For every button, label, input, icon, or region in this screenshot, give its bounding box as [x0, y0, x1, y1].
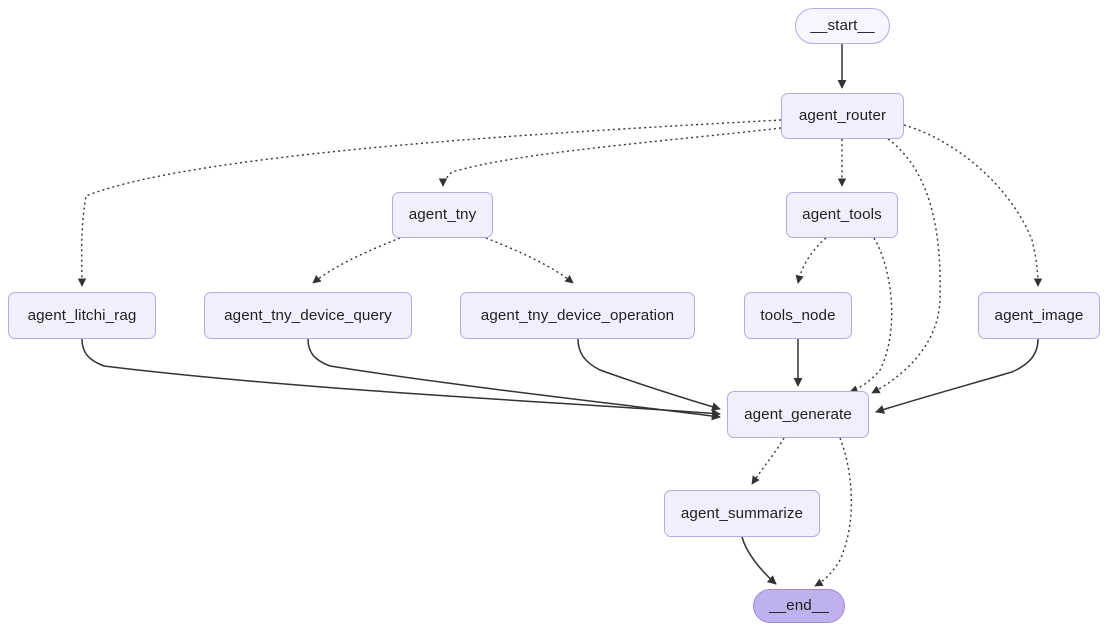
- edge-agent_tools-to-agent_generate: [849, 237, 893, 394]
- edge-agent_image-to-agent_generate: [875, 338, 1039, 414]
- edge-agent_router-to-agent_generate: [871, 138, 941, 394]
- node-tools-node-label: tools_node: [760, 306, 836, 324]
- node-agent-tny-device-query[interactable]: agent_tny_device_query: [204, 292, 412, 339]
- node-agent-tny-label: agent_tny: [408, 206, 477, 224]
- node-start-label: __start__: [810, 17, 875, 35]
- edge-agent_router-to-agent_tny: [438, 127, 782, 187]
- edge-agent_tny-to-agent_tny_device_query: [312, 237, 401, 284]
- node-agent-summarize-label: agent_summarize: [680, 504, 804, 522]
- edge-agent_tny_device_operation-to-agent_generate: [577, 338, 721, 411]
- node-agent-summarize[interactable]: agent_summarize: [664, 490, 820, 537]
- node-agent-tny-device-operation[interactable]: agent_tny_device_operation: [460, 292, 695, 339]
- node-agent-litchi-rag-label: agent_litchi_rag: [27, 306, 137, 324]
- node-agent-router-label: agent_router: [798, 107, 887, 125]
- edge-agent_summarize-to-end: [741, 536, 777, 585]
- node-end[interactable]: __end__: [753, 589, 845, 623]
- edge-agent_generate-to-agent_summarize: [751, 437, 785, 485]
- node-tools-node[interactable]: tools_node: [744, 292, 852, 339]
- node-agent-litchi-rag[interactable]: agent_litchi_rag: [8, 292, 156, 339]
- edge-agent_tools-to-tools_node: [795, 237, 827, 284]
- edge-agent_tny_device_query-to-agent_generate: [307, 338, 721, 421]
- node-agent-image-label: agent_image: [994, 306, 1084, 324]
- node-agent-generate[interactable]: agent_generate: [727, 391, 869, 438]
- node-agent-tools[interactable]: agent_tools: [786, 192, 898, 238]
- node-agent-router[interactable]: agent_router: [781, 93, 904, 139]
- node-agent-tny-device-query-label: agent_tny_device_query: [224, 306, 392, 324]
- edge-agent_router-to-agent_image: [903, 124, 1043, 287]
- edge-agent_tny-to-agent_tny_device_operation: [485, 237, 574, 284]
- edge-agent_generate-to-end: [814, 437, 853, 587]
- node-agent-generate-label: agent_generate: [744, 405, 852, 423]
- edge-agent_litchi_rag-to-agent_generate: [81, 338, 721, 418]
- node-end-label: __end__: [769, 597, 829, 615]
- node-agent-image[interactable]: agent_image: [978, 292, 1100, 339]
- node-agent-tools-label: agent_tools: [802, 206, 882, 224]
- node-agent-tny-device-operation-label: agent_tny_device_operation: [480, 306, 675, 324]
- node-agent-tny[interactable]: agent_tny: [392, 192, 493, 238]
- node-start[interactable]: __start__: [795, 8, 890, 44]
